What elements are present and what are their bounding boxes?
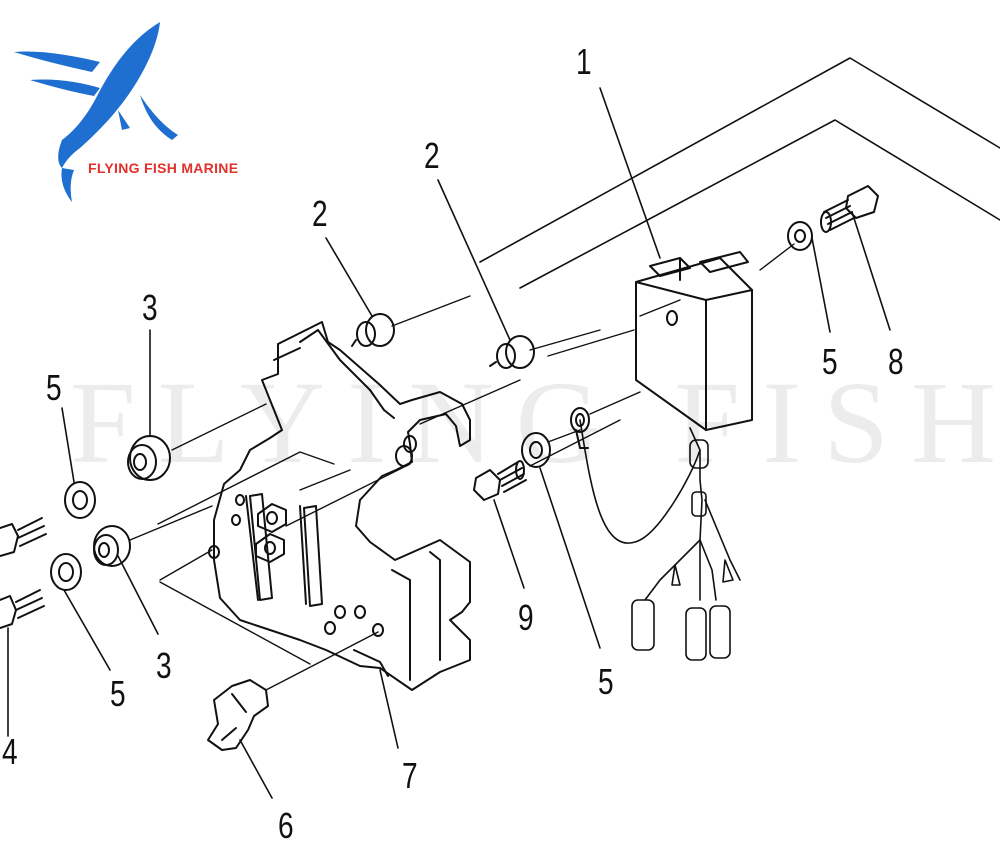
callout-5-left-bottom: 5 — [110, 673, 126, 714]
part-1-wire-harness — [579, 419, 741, 661]
callout-8: 8 — [888, 341, 904, 382]
callout-2-left: 2 — [312, 193, 328, 234]
callout-5-middle: 5 — [598, 661, 614, 702]
part-5-washer-top — [787, 221, 813, 251]
frame-lines — [479, 57, 1000, 289]
part-5-washer-middle — [521, 432, 551, 468]
part-1-regulator — [635, 251, 753, 431]
assembly-guide-lines — [129, 243, 795, 691]
part-9-bolt — [473, 460, 527, 501]
ring-terminal — [570, 407, 590, 449]
part-2-grommet-b — [489, 335, 535, 369]
part-3-grommet-bottom — [93, 525, 131, 567]
callout-leader-lines — [7, 87, 891, 799]
callout-5-right: 5 — [822, 341, 838, 382]
callout-6: 6 — [278, 805, 294, 846]
part-5-washer-left-top — [64, 481, 96, 519]
part-7-bracket — [208, 321, 471, 691]
part-2-grommet-a — [351, 313, 395, 347]
part-8-bolt — [820, 185, 879, 233]
watermark-text: FLYING FISH — [70, 357, 1000, 488]
part-4-bolts — [0, 517, 47, 629]
brand-name: FLYING FISH MARINE — [88, 160, 239, 176]
part-5-washer-left-bottom — [50, 553, 82, 591]
callout-3-top: 3 — [142, 287, 158, 328]
callout-5-left-top: 5 — [46, 367, 62, 408]
callout-3-bottom: 3 — [156, 645, 172, 686]
bracket-nuts — [255, 503, 287, 563]
callout-4: 4 — [2, 731, 18, 772]
callout-2-right: 2 — [424, 135, 440, 176]
part-6-clip — [207, 679, 269, 751]
callout-1: 1 — [576, 41, 592, 82]
flying-fish-logo-icon — [14, 22, 178, 202]
callout-7: 7 — [402, 755, 418, 796]
callout-9: 9 — [518, 597, 534, 638]
